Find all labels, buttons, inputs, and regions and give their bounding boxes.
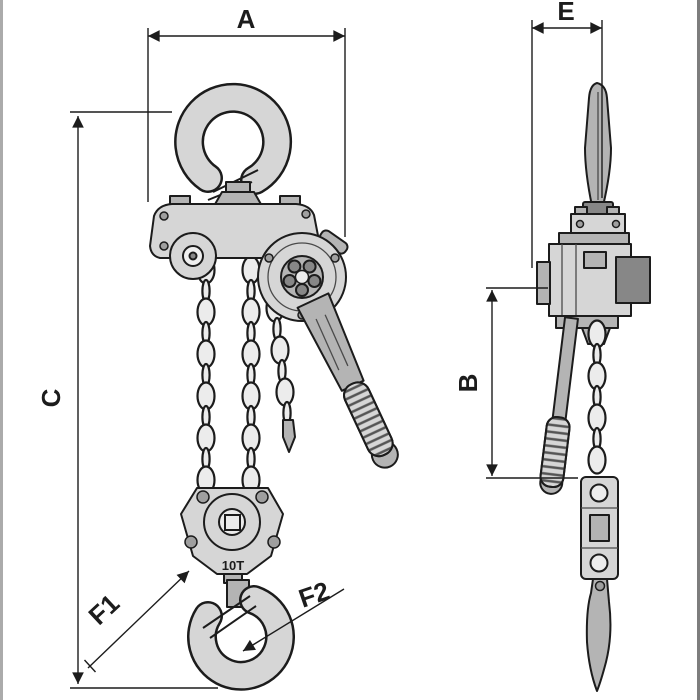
lever-arm [296, 292, 365, 392]
dimension-f1: F1 [83, 570, 190, 673]
side-load-chain [587, 319, 607, 475]
side-lever-handle [539, 316, 579, 495]
dimension-b: B [453, 287, 578, 479]
bottom-hook-latch [209, 605, 257, 639]
bottom-hook-latch [202, 595, 251, 629]
side-bottom-block [580, 476, 619, 580]
side-selector-knob [536, 261, 551, 305]
chain-end-stopper [282, 419, 296, 453]
slack-chain-fall [265, 293, 296, 453]
side-view [536, 82, 651, 692]
side-lever-socket [615, 256, 651, 304]
lever-handle [296, 292, 399, 469]
dimension-c: C [36, 111, 218, 689]
capacity-marking: 10T [222, 558, 244, 573]
load-chain-right-fall [241, 255, 261, 495]
front-view: 10T [149, 82, 399, 691]
dim-f2-label: F2 [295, 575, 333, 613]
dim-b-label: B [453, 374, 483, 393]
dim-e-label: E [557, 0, 574, 26]
dim-f1-label: F1 [83, 588, 126, 631]
scan-edge-left [0, 0, 3, 700]
dimension-e: E [531, 0, 603, 268]
load-chain-left-fall [196, 255, 216, 495]
bottom-hook [187, 573, 295, 691]
scan-edge-right [697, 0, 700, 700]
dimension-a: A [147, 4, 346, 237]
bottom-block: 10T [180, 487, 284, 575]
side-bottom-hook-profile [585, 578, 612, 692]
top-hook [174, 82, 293, 207]
side-suspension-bracket [558, 206, 630, 246]
dim-c-label: C [36, 388, 66, 407]
dim-a-label: A [237, 4, 256, 34]
side-top-hook-profile [582, 82, 614, 217]
